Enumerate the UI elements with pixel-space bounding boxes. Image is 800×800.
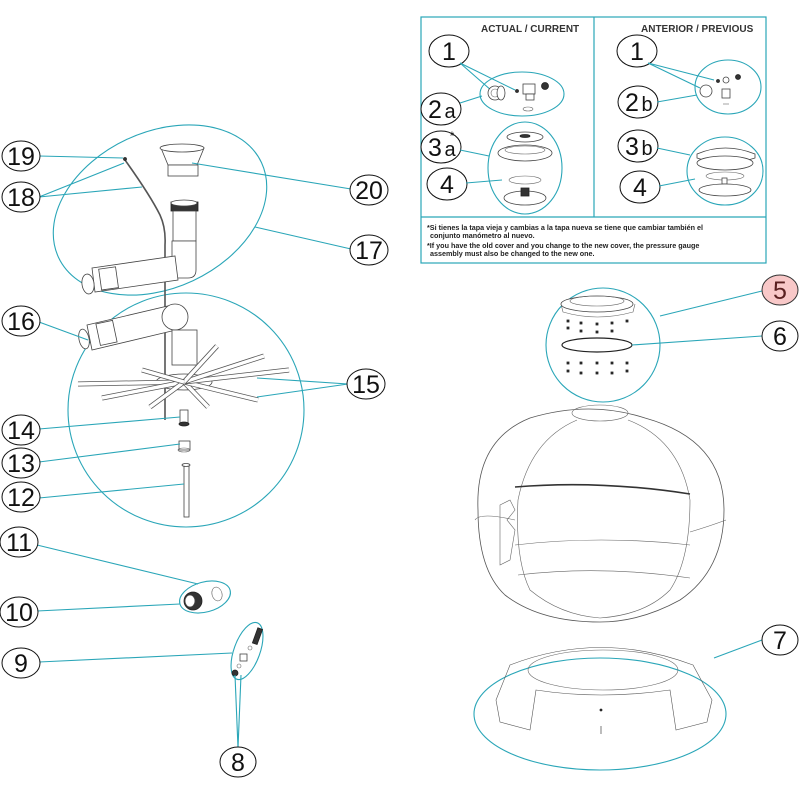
callout-17: 17 xyxy=(349,234,389,266)
part-7-base xyxy=(495,647,713,734)
callout-current-4-label: 4 xyxy=(440,171,454,199)
callout-current-4 xyxy=(426,167,468,201)
group-7-ellipse xyxy=(473,657,727,771)
part-12-tube xyxy=(181,463,191,518)
svg-text:8: 8 xyxy=(231,749,245,777)
callout-current-1-label: 1 xyxy=(442,38,456,66)
current-cover-assembly xyxy=(487,121,563,215)
callout-8: 8 xyxy=(219,746,257,778)
note-es-line1: *Si tienes la tapa vieja y cambias a la … xyxy=(427,223,703,232)
callout-previous-3b-suffix: b xyxy=(641,138,652,160)
part-16-collector xyxy=(77,303,290,410)
callout-10: 10 xyxy=(0,596,39,628)
previous-leaders xyxy=(647,62,715,187)
callout-7: 7 xyxy=(761,624,799,656)
callout-18: 18 xyxy=(1,181,41,213)
note-en-line2: assembly must also be changed to the new… xyxy=(430,249,595,258)
callout-14: 14 xyxy=(1,414,41,446)
part-6-oring xyxy=(561,337,633,353)
part-20-funnel xyxy=(159,143,205,177)
inset-panel: ACTUAL / CURRENT ANTERIOR / PREVIOUS 1 2… xyxy=(420,16,767,264)
callout-previous-3b xyxy=(617,129,659,163)
svg-text:16: 16 xyxy=(7,308,35,336)
callout-current-3a-number: 3 xyxy=(428,134,442,162)
svg-text:20: 20 xyxy=(355,177,383,205)
callout-previous-1 xyxy=(616,34,658,68)
part-5-ring xyxy=(560,295,636,334)
callout-previous-2b-number: 2 xyxy=(625,89,639,117)
previous-callouts: 1 2 b 3 b 4 xyxy=(616,34,661,204)
callout-previous-4 xyxy=(619,170,661,204)
callout-current-3a xyxy=(420,130,462,164)
callout-previous-2b-suffix: b xyxy=(641,94,652,116)
callout-12: 12 xyxy=(1,481,41,513)
part-17-pipe xyxy=(81,199,199,295)
previous-header: ANTERIOR / PREVIOUS xyxy=(641,24,754,35)
svg-text:9: 9 xyxy=(14,650,28,678)
part-18-air-tube xyxy=(123,157,166,420)
group-17-ellipse xyxy=(52,124,268,296)
callout-5: 5 xyxy=(761,274,799,306)
svg-text:17: 17 xyxy=(355,237,383,265)
part-13-ring xyxy=(177,440,191,453)
callout-current-3a-suffix: a xyxy=(444,139,456,161)
part-9-valve xyxy=(231,627,264,677)
svg-text:19: 19 xyxy=(7,143,35,171)
callout-previous-3b-number: 3 xyxy=(625,133,639,161)
callout-13: 13 xyxy=(1,447,41,479)
part-15-laterals xyxy=(77,344,290,410)
callout-previous-4-label: 4 xyxy=(633,174,647,202)
filter-tank xyxy=(474,404,727,623)
callout-current-1 xyxy=(428,34,470,68)
callout-16: 16 xyxy=(1,305,41,337)
callout-9: 9 xyxy=(1,647,41,679)
inset-notes: *Si tienes la tapa vieja y cambias a la … xyxy=(427,223,703,258)
previous-cover-assembly xyxy=(686,136,764,206)
svg-text:6: 6 xyxy=(773,323,787,351)
main-callouts: 19 18 20 17 16 15 14 13 xyxy=(0,140,799,778)
current-callouts: 1 2 a 3 a * 4 xyxy=(420,34,470,201)
callout-previous-1-label: 1 xyxy=(630,38,644,66)
note-es-line2: conjunto manómetro al nuevo. xyxy=(430,231,535,240)
svg-text:10: 10 xyxy=(5,599,33,627)
callout-11: 11 xyxy=(0,526,39,558)
main-leaders xyxy=(36,155,763,749)
svg-text:5: 5 xyxy=(773,277,787,305)
callout-15: 15 xyxy=(346,368,386,400)
svg-text:12: 12 xyxy=(7,484,35,512)
callout-19: 19 xyxy=(1,140,41,172)
svg-text:7: 7 xyxy=(773,627,787,655)
current-header: ACTUAL / CURRENT xyxy=(481,24,579,35)
svg-text:15: 15 xyxy=(352,371,380,399)
callout-current-2a-number: 2 xyxy=(428,96,442,124)
note-en-line1: *If you have the old cover and you chang… xyxy=(427,241,699,250)
callout-6: 6 xyxy=(761,320,799,352)
svg-text:18: 18 xyxy=(7,184,35,212)
part-14-connector xyxy=(178,409,190,427)
svg-text:14: 14 xyxy=(7,417,35,445)
group-16-ellipse xyxy=(67,292,305,528)
group-9-ellipse xyxy=(230,621,264,681)
svg-text:13: 13 xyxy=(7,450,35,478)
current-gauge-assembly xyxy=(479,71,565,117)
previous-gauge-assembly xyxy=(694,59,762,115)
current-leaders xyxy=(459,62,516,184)
svg-text:11: 11 xyxy=(6,529,32,557)
callout-current-2a-suffix: a xyxy=(444,101,456,123)
part-10-union xyxy=(183,586,223,611)
callout-current-3a-mark: * xyxy=(450,129,455,143)
group-5-ellipse xyxy=(545,287,661,403)
callout-20: 20 xyxy=(349,174,389,206)
callout-current-2a xyxy=(420,92,462,126)
part-6-dots xyxy=(566,361,629,375)
